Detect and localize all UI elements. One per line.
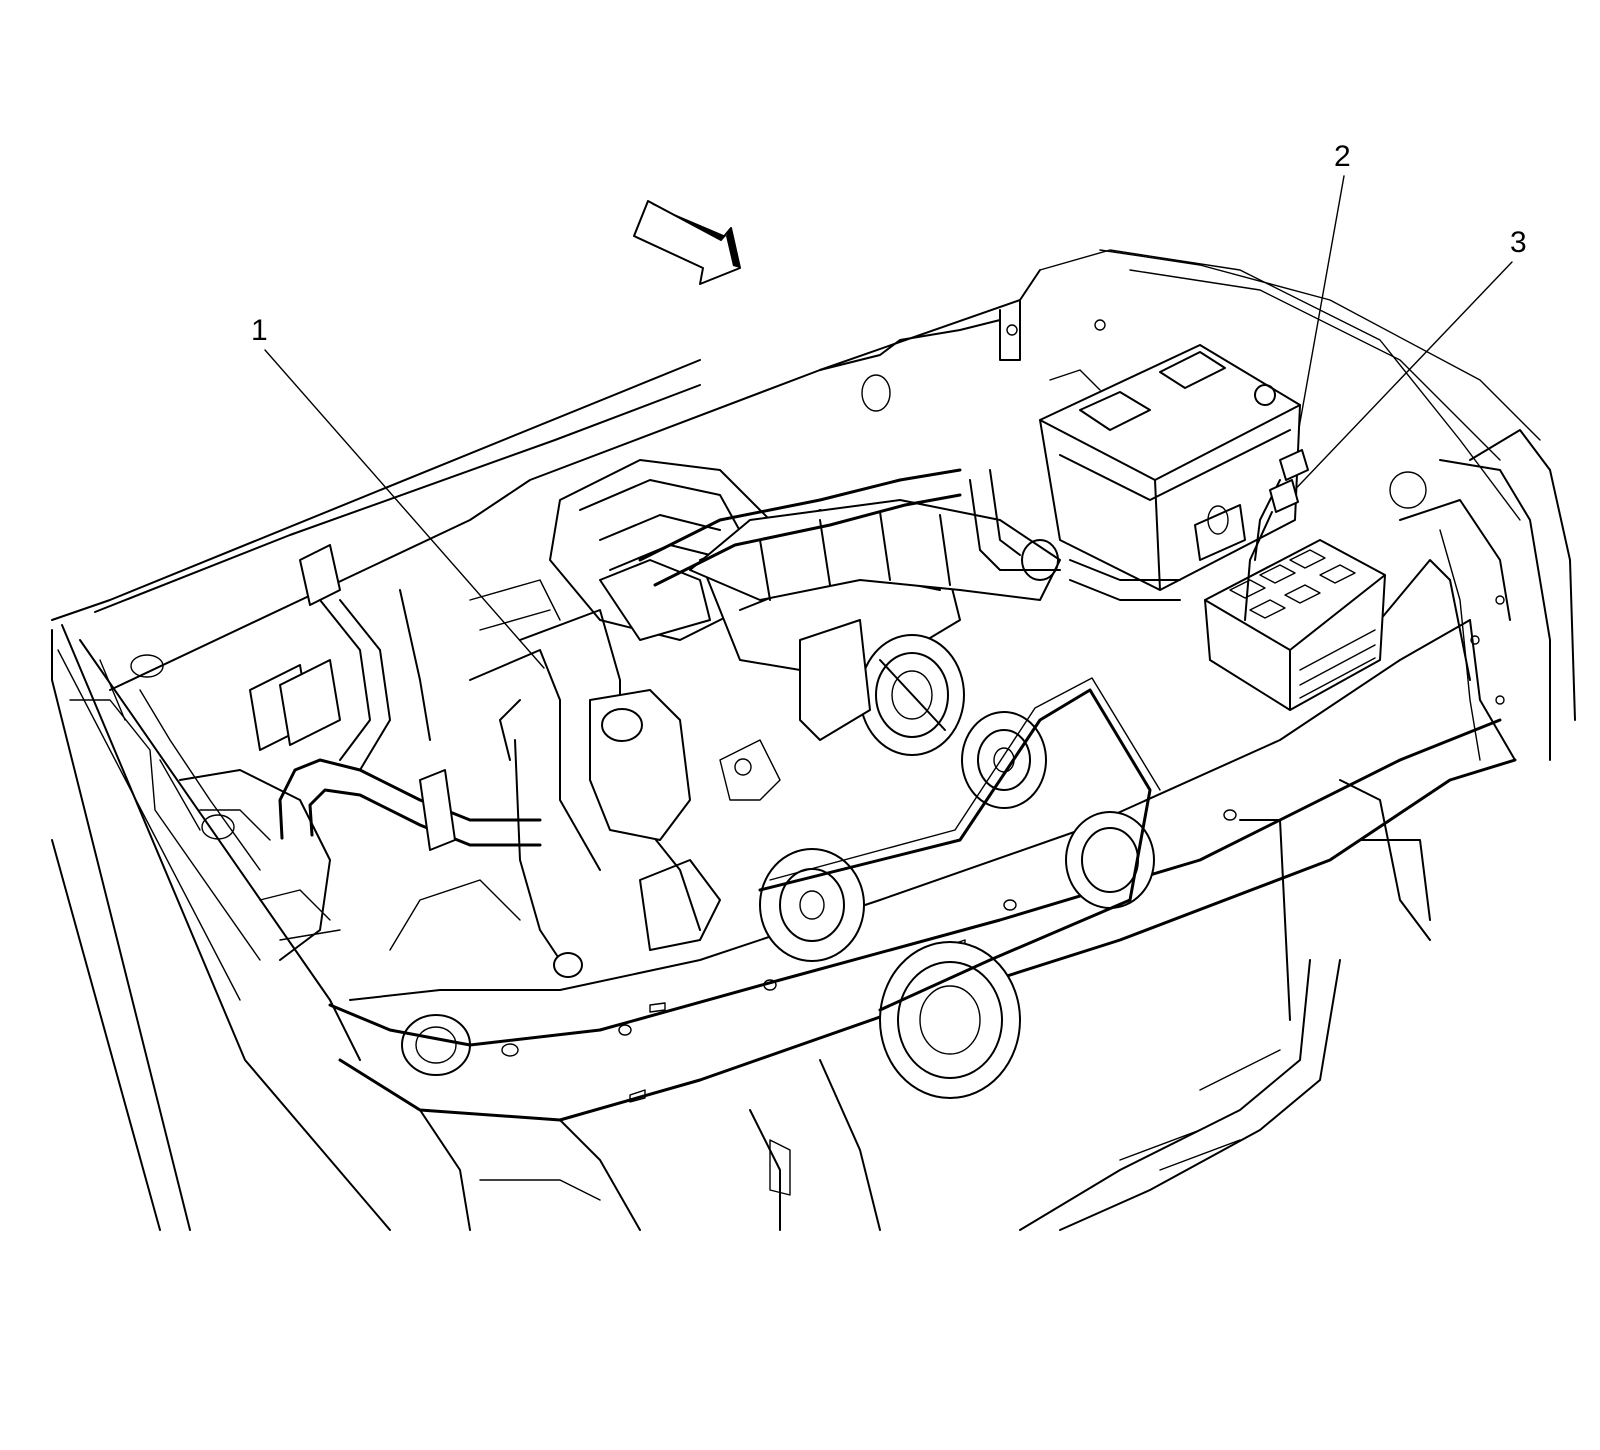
engine-block xyxy=(469,579,781,951)
view-direction-arrow-icon xyxy=(633,200,741,285)
heater-hose xyxy=(278,758,542,851)
left-harness xyxy=(249,544,431,771)
air-intake-duct xyxy=(599,499,1061,641)
callout-1: 1 xyxy=(251,314,545,669)
cowl-panel xyxy=(109,249,1541,691)
upper-radiator-hose xyxy=(638,468,962,587)
callout-3-label: 3 xyxy=(1510,226,1527,259)
alternator-pulley xyxy=(759,848,865,962)
left-wheelhouse xyxy=(179,769,521,961)
callout-3-leader xyxy=(1284,261,1513,501)
callout-1-leader xyxy=(264,349,545,669)
coolant-lines xyxy=(969,469,1181,601)
callout-2: 2 xyxy=(1293,140,1351,457)
callout-2-leader xyxy=(1293,175,1345,457)
accessory-belt xyxy=(758,677,1161,1012)
battery xyxy=(1039,344,1301,591)
idler-pulley xyxy=(1065,811,1155,909)
right-fender xyxy=(1379,429,1576,761)
callout-1-label: 1 xyxy=(251,314,268,347)
throttle-body xyxy=(799,619,965,756)
callout-3: 3 xyxy=(1284,226,1527,501)
left-fender xyxy=(51,359,701,1231)
tensioner-pulley xyxy=(961,711,1047,809)
crankshaft-pulley xyxy=(879,941,1021,1099)
harness-connector-3 xyxy=(1244,479,1299,621)
callout-2-label: 2 xyxy=(1334,140,1351,173)
lower-front-structure xyxy=(419,779,1431,1231)
sensor-lead xyxy=(499,699,583,978)
underhood-fuse-block xyxy=(1204,539,1386,711)
